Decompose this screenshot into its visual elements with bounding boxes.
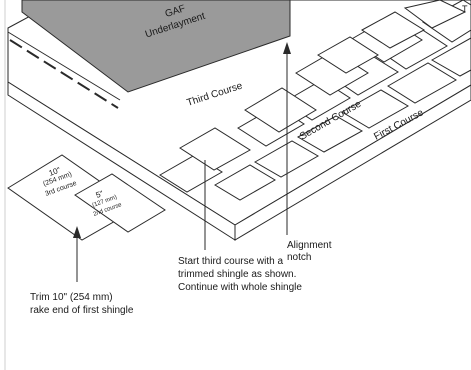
start-note-line1: Start third course with a (178, 256, 283, 267)
underlayment-sheet (22, 0, 290, 92)
start-note-line3: Continue with whole shingle (178, 282, 302, 293)
alignment-label-line1: Alignment (287, 240, 332, 251)
alignment-arrowhead (283, 42, 291, 54)
third-course-label: Third Course (186, 80, 245, 108)
alignment-label-line2: notch (287, 252, 311, 263)
corner-mark: T (462, 4, 468, 14)
start-note-line2: trimmed shingle as shown. (178, 269, 296, 280)
trim-note-line2: rake end of first shingle (30, 305, 134, 316)
trim-note-line1: Trim 10" (254 mm) (30, 292, 113, 303)
